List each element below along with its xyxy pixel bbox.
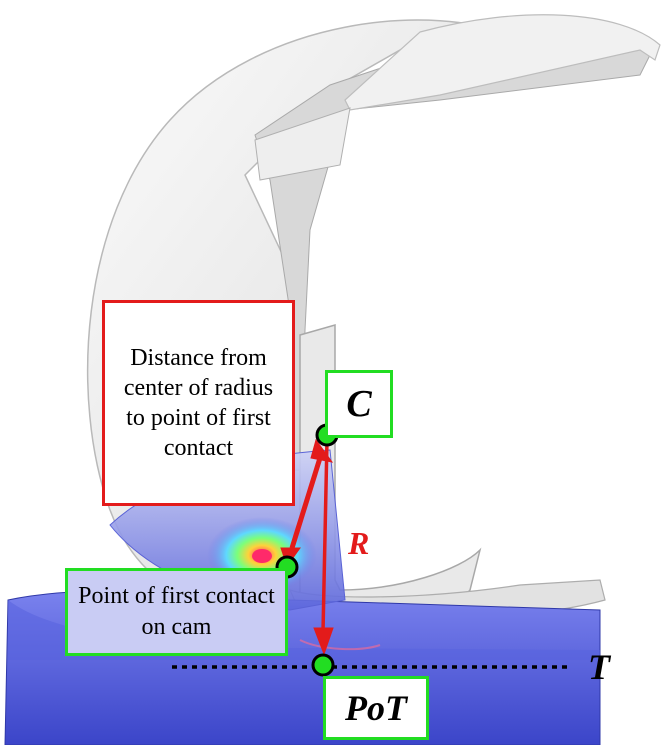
tangency-point-marker [311,653,335,677]
distance-callout-text: Distance from center of radius to point … [123,345,274,461]
tangency-label: PoT [345,688,407,728]
center-label: C [346,383,372,425]
femoral-top-cap [344,14,661,111]
first-contact-label-box: Point of first contact on cam [65,568,288,656]
center-label-box: C [325,370,393,438]
distance-callout: Distance from center of radius to point … [102,300,295,506]
tangency-label-box: PoT [323,676,429,740]
radius-label: R [348,525,370,561]
tangent-label: T [588,647,610,687]
radius-arrow [313,439,334,656]
first-contact-label: Point of first contact on cam [78,583,275,640]
